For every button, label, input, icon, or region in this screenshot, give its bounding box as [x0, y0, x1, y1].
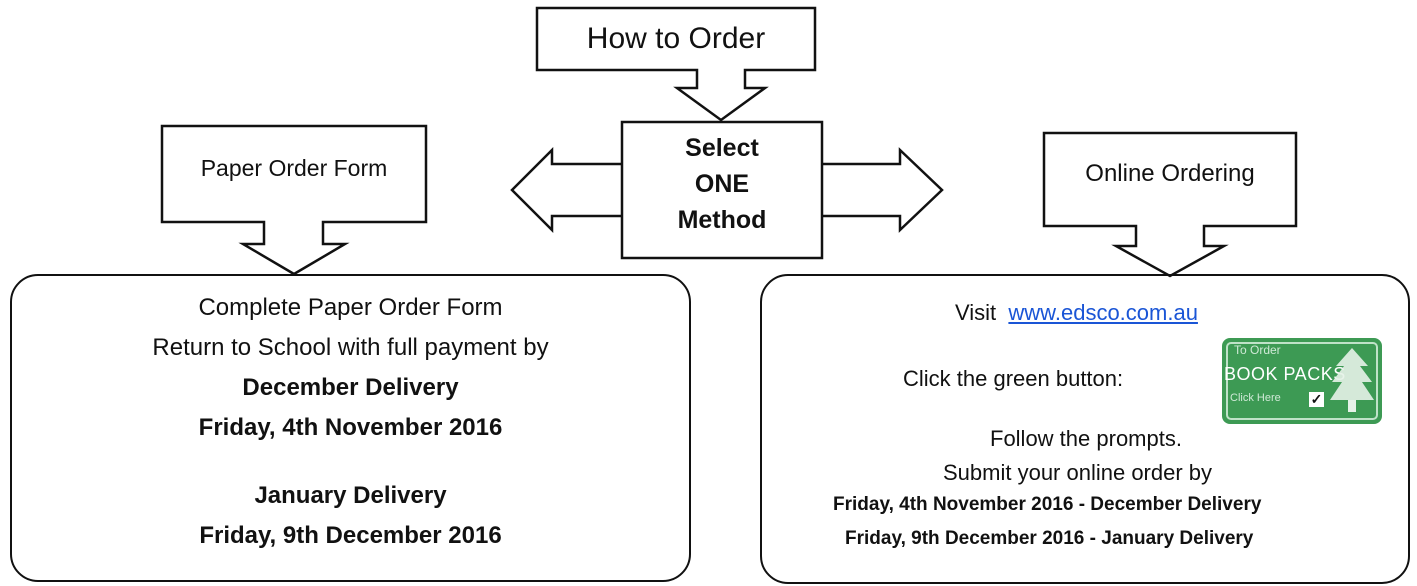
book-packs-button[interactable]: To Order BOOK PACKS Click Here ✓: [1222, 338, 1382, 424]
paper-line-5: January Delivery: [254, 482, 447, 509]
paper-line-2: Return to School with full payment by: [152, 334, 549, 361]
follow-prompts-text: Follow the prompts.: [990, 426, 1182, 451]
online-ordering-label: Online Ordering: [1085, 160, 1255, 187]
online-ordering-instructions-box: [760, 274, 1410, 584]
how-to-order-title: How to Order: [586, 22, 766, 55]
select-line-2: ONE: [694, 170, 750, 198]
paper-line-3: December Delivery: [242, 374, 459, 401]
paper-line-4: Friday, 4th November 2016: [198, 414, 503, 441]
badge-border: [1226, 342, 1378, 420]
badge-to-order: To Order: [1234, 343, 1281, 357]
badge-click-here: Click Here: [1230, 392, 1281, 404]
badge-book-packs: BOOK PACKS: [1224, 364, 1346, 384]
select-method-text: Select ONE Method: [622, 130, 822, 238]
online-ordering-callout: [1042, 131, 1298, 278]
paper-order-label: Paper Order Form: [200, 155, 388, 181]
select-method-box: [620, 120, 824, 260]
paper-line-6: Friday, 9th December 2016: [199, 522, 502, 549]
visit-prefix: Visit: [955, 300, 997, 325]
online-deadline-2: Friday, 9th December 2016 - January Deli…: [845, 528, 1254, 549]
edsco-link[interactable]: www.edsco.com.au: [1008, 300, 1198, 325]
paper-order-instructions-box: Complete Paper Order Form Return to Scho…: [10, 274, 691, 582]
submit-online-text: Submit your online order by: [943, 460, 1213, 485]
checkbox-icon: ✓: [1309, 391, 1324, 407]
click-green-button-text: Click the green button:: [903, 366, 1124, 391]
paper-line-1: Complete Paper Order Form: [198, 294, 503, 321]
visit-line: Visit www.edsco.com.au: [955, 300, 1198, 326]
select-line-1: Select: [685, 134, 759, 162]
online-deadline-1: Friday, 4th November 2016 - December Del…: [833, 494, 1262, 515]
book-tree-icon: [1330, 348, 1374, 412]
select-line-3: Method: [677, 206, 767, 234]
paper-order-callout: [160, 124, 428, 276]
how-to-order-callout: [535, 6, 817, 122]
